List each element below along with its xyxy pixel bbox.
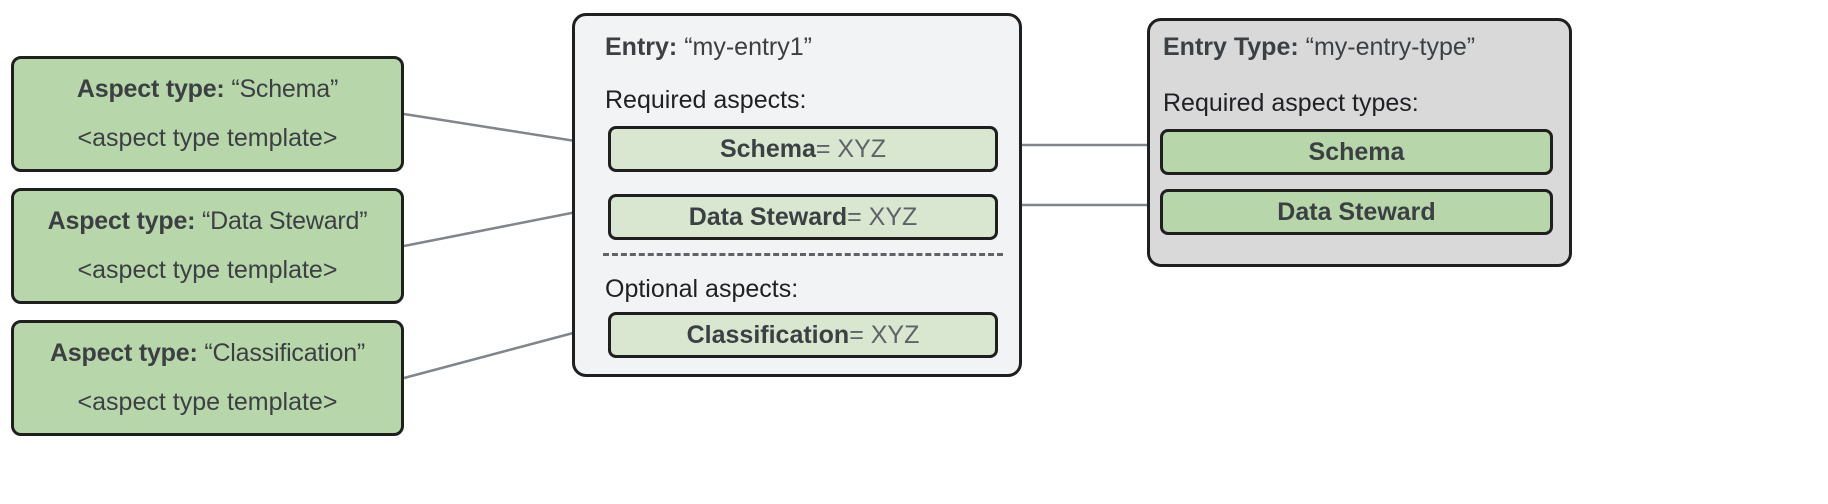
aspect-type-label: Aspect type: xyxy=(76,75,225,103)
aspect-type-card-heading: Aspect type: “Data Steward” xyxy=(48,207,368,236)
entry-type-title: Entry Type: “my-entry-type” xyxy=(1163,33,1475,62)
entry-aspect-data-steward[interactable]: Data Steward = XYZ xyxy=(608,194,998,240)
entry-section-divider xyxy=(603,253,1003,256)
entry-aspect-value: = XYZ xyxy=(847,202,918,231)
entry-type-aspect-data-steward[interactable]: Data Steward xyxy=(1160,189,1553,235)
aspect-type-card-classification[interactable]: Aspect type: “Classification” <aspect ty… xyxy=(11,320,404,436)
aspect-type-card-heading: Aspect type: “Classification” xyxy=(50,339,365,368)
entry-panel[interactable]: Entry: “my-entry1” Required aspects: Sch… xyxy=(572,13,1022,377)
entry-type-panel[interactable]: Entry Type: “my-entry-type” Required asp… xyxy=(1147,18,1572,267)
aspect-type-card-schema[interactable]: Aspect type: “Schema” <aspect type templ… xyxy=(11,56,404,172)
required-aspect-types-label: Required aspect types: xyxy=(1163,89,1419,117)
entry-type-aspect-schema[interactable]: Schema xyxy=(1160,129,1553,175)
aspect-type-template: <aspect type template> xyxy=(77,124,338,152)
aspect-type-card-heading: Aspect type: “Schema” xyxy=(77,75,338,104)
entry-aspect-name: Schema xyxy=(719,134,816,163)
entry-aspect-schema[interactable]: Schema = XYZ xyxy=(608,126,998,172)
entry-type-label: Entry Type: xyxy=(1163,33,1299,61)
aspect-type-label: Aspect type: xyxy=(47,207,196,235)
required-aspects-label: Required aspects: xyxy=(605,86,807,114)
entry-type-name: “my-entry-type” xyxy=(1305,33,1476,61)
aspect-type-name: “Schema” xyxy=(231,75,339,103)
entry-aspect-name: Data Steward xyxy=(688,202,848,231)
entry-aspect-value: = XYZ xyxy=(815,134,887,163)
entry-label: Entry: xyxy=(605,33,678,61)
aspect-type-template: <aspect type template> xyxy=(77,388,338,416)
entry-title: Entry: “my-entry1” xyxy=(605,33,812,62)
aspect-type-card-data-steward[interactable]: Aspect type: “Data Steward” <aspect type… xyxy=(11,188,404,304)
entry-aspect-name: Classification xyxy=(686,320,850,349)
entry-aspect-classification[interactable]: Classification = XYZ xyxy=(608,312,998,358)
aspect-type-label: Aspect type: xyxy=(49,339,198,367)
aspect-type-template: <aspect type template> xyxy=(77,256,338,284)
aspect-type-name: “Data Steward” xyxy=(202,207,368,235)
optional-aspects-label: Optional aspects: xyxy=(605,275,799,303)
aspect-type-name: “Classification” xyxy=(204,339,366,367)
entry-name: “my-entry1” xyxy=(684,33,812,61)
entry-aspect-value: = XYZ xyxy=(849,320,920,349)
